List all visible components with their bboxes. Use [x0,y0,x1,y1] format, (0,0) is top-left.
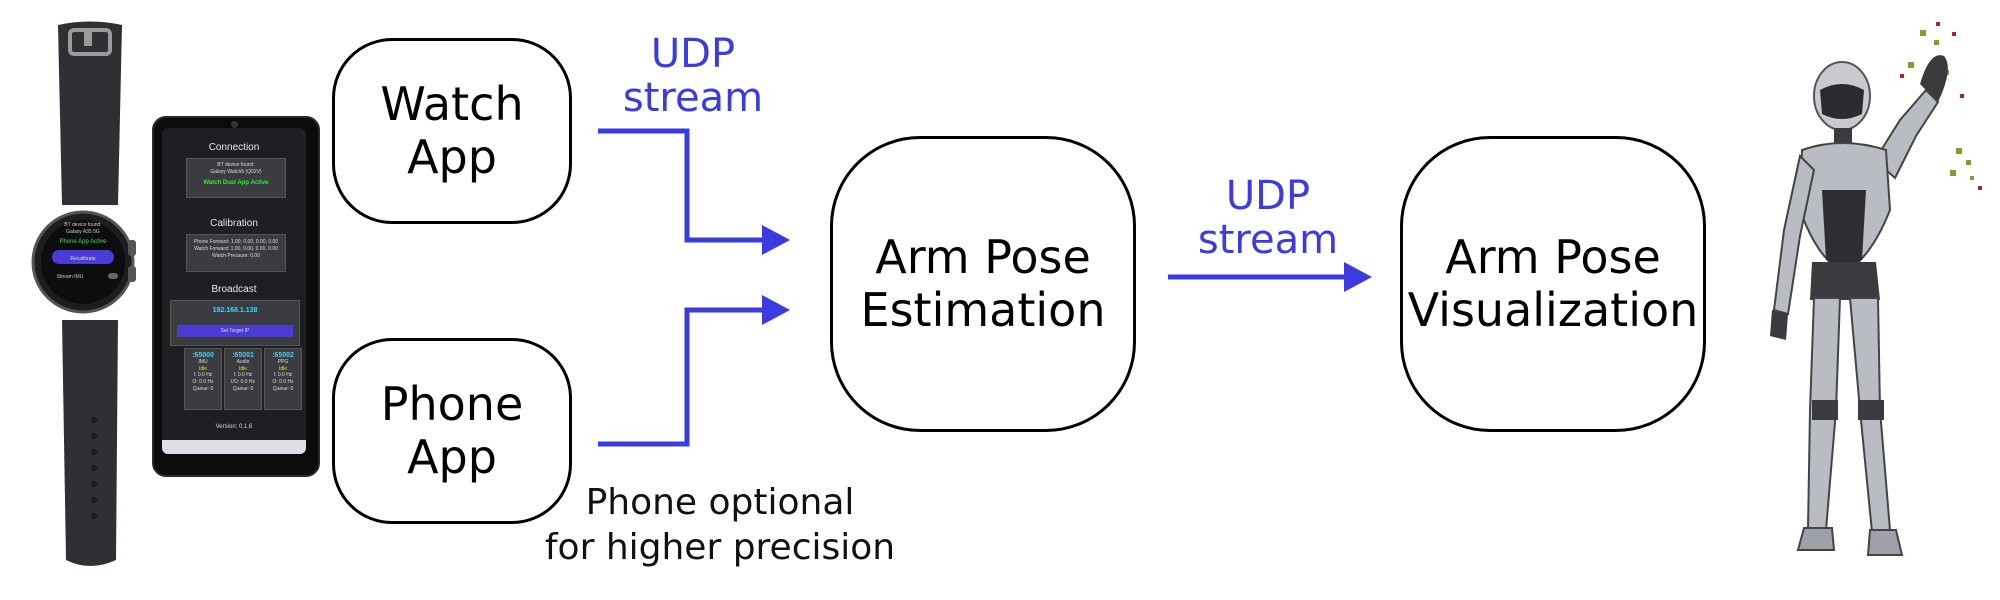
phone-ip: 192.168.1.138 [212,307,258,314]
port-state: Idle [278,366,288,372]
phone-status: Watch Dual App Active [203,180,269,186]
port-card-ppg: :65002 PPG Idle I: 0.0 Hz O: 0.0 Hz Queu… [264,348,302,410]
port-state: Idle [238,366,248,372]
phone-screen: Connection BT device found: Galaxy Watch… [162,128,306,454]
port-number: :65001 [232,352,254,359]
udp-stream-label-top: UDP stream [622,31,764,121]
port-line1: I: 0.0 Hz [233,372,253,378]
watch-to-estimation-arrow [598,128,765,243]
watch-app-box: Watch App [332,38,572,224]
udp-stream-label-mid: UDP stream [1197,173,1339,263]
phone-broadcast-title: Broadcast [211,284,257,295]
port-card-imu: :65000 IMU Idle I: 0.0 Hz O: 0.0 Hz Queu… [184,348,222,410]
watch-bt-line1: BT device found: [64,222,101,228]
port-line3: Queue: 0 [232,386,254,392]
phone-app-box: Phone App [332,338,572,524]
port-name: IMU [198,359,208,365]
watch-stream-label: Stream IMU [57,274,84,280]
phone-calibration-panel: Phone Forward: 1.00, 0.00, 0.00, 0.00 Wa… [186,234,286,272]
arrowhead [762,295,790,325]
port-line3: Queue: 0 [272,386,294,392]
set-target-ip-button[interactable]: Set Target IP [177,325,293,337]
phone-camera-dot [231,121,238,128]
port-line3: Queue: 0 [192,386,214,392]
watch-status: Phone App Active [59,239,107,245]
phone-bt-line2: Galaxy Watch5 (Q02V) [210,169,262,175]
port-line2: I/O: 0.0 Hz [231,379,255,385]
phone-optional-note: Phone optional for higher precision [544,482,896,568]
pose-visualization-box: Arm Pose Visualization [1400,136,1706,432]
phone-version: Version: 0.1.6 [215,424,253,430]
watch-bt-line2: Galaxy A35 5G [66,229,100,235]
port-name: Audio [236,359,250,365]
phone-connection-panel: BT device found: Galaxy Watch5 (Q02V) Wa… [186,158,286,198]
port-card-audio: :65001 Audio Idle I: 0.0 Hz I/O: 0.0 Hz … [224,348,262,410]
port-line2: O: 0.0 Hz [192,379,214,385]
phone-cal-line1: Phone Forward: 1.00, 0.00, 0.00, 0.00 [193,239,279,245]
port-state: Idle [198,366,208,372]
arrowhead [1344,262,1372,292]
smartwatch-image: BT device found: Galaxy A35 5G Phone App… [31,21,136,566]
humanoid-robot-image [1770,22,1982,556]
phone-broadcast-panel: 192.168.1.138 Set Target IP [170,300,300,346]
phone-connection-title: Connection [208,142,260,153]
phone-to-estimation-arrow [598,307,765,447]
port-number: :65000 [192,352,214,359]
arrowhead [762,225,790,255]
phone-nav-bar [162,440,306,454]
port-line1: I: 0.0 Hz [273,372,293,378]
watch-recalibrate-button: Recalibrate [70,256,96,262]
port-line1: I: 0.0 Hz [193,372,213,378]
phone-calibration-title: Calibration [210,218,258,229]
port-line2: O: 0.0 Hz [272,379,294,385]
pose-estimation-box: Arm Pose Estimation [830,136,1136,432]
port-number: :65002 [272,352,294,359]
phone-cal-line3: Watch Pressure: 0.00 [212,253,260,259]
phone-bt-line1: BT device found: [217,162,255,168]
phone-cal-line2: Watch Forward: 1.00, 0.00, 0.00, 0.00 [194,246,278,252]
port-name: PPG [277,359,289,365]
